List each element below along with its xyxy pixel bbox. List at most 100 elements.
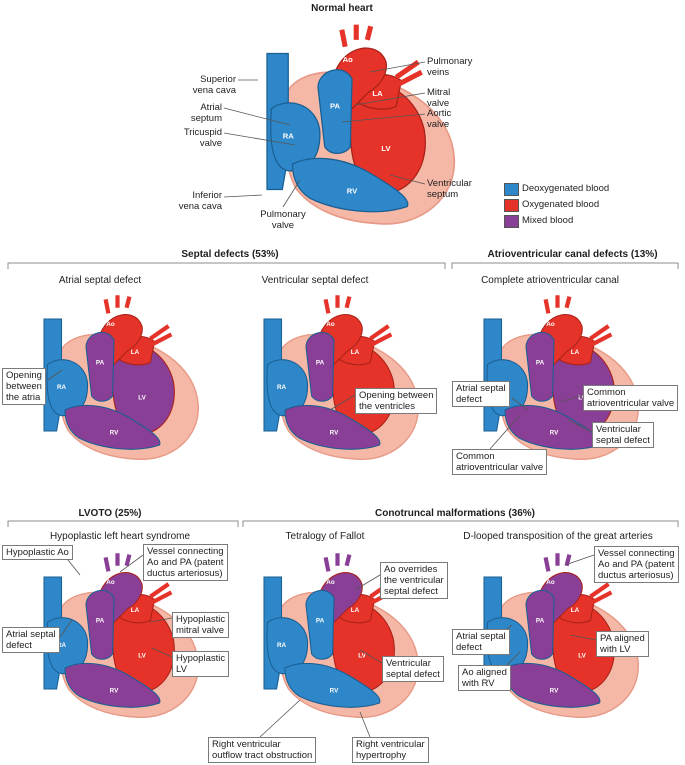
label-la: LA [351, 607, 360, 614]
pulmonary-vein [149, 582, 173, 605]
label-la: LA [571, 349, 580, 356]
panel-title-hlhs: Hypoplastic left heart syndrome [49, 531, 191, 542]
leader-line [223, 107, 291, 126]
pulmonary-artery [305, 589, 335, 660]
right-ventricle [64, 404, 161, 450]
leader-line [389, 174, 426, 185]
bracket-av-canal [451, 262, 679, 269]
leader-line [223, 132, 296, 146]
label-lv: LV [578, 395, 586, 402]
callout-tof-rvoto: Right ventricular outflow tract obstruct… [208, 737, 317, 763]
label-pulmonary-veins: Pulmonary veins [427, 56, 473, 78]
panel-title-vsd: Ventricular septal defect [261, 275, 369, 286]
section-conotruncal: Conotruncal malformations (36%) [374, 508, 536, 519]
label-pa: PA [536, 360, 545, 367]
label-ao: Ao [106, 321, 115, 328]
label-ra: RA [57, 384, 67, 391]
callout-dtga-ao-aligned: Ao aligned with RV [458, 665, 511, 691]
panel-title-tof: Tetralogy of Fallot [285, 531, 365, 542]
panel-title-dtga: D-looped transposition of the great arte… [463, 531, 653, 542]
label-la: LA [131, 607, 140, 614]
label-ao: Ao [343, 55, 354, 64]
right-ventricle [504, 662, 601, 708]
aortic-branch [543, 295, 572, 314]
label-pa: PA [316, 360, 325, 367]
pulmonary-artery [525, 589, 555, 660]
callout-leader [559, 394, 584, 403]
label-ao: Ao [546, 321, 555, 328]
callout-cavc-common-valve-right: Common atrioventricular valve [583, 385, 679, 411]
legend-label: Mixed blood [522, 215, 574, 226]
panel-title-asd: Atrial septal defect [58, 275, 142, 286]
callout-leader [359, 711, 371, 738]
callout-tof-rvh: Right ventricular hypertrophy [352, 737, 429, 763]
label-pa: PA [536, 618, 545, 625]
leader-line [223, 194, 263, 198]
label-la: LA [351, 349, 360, 356]
pulmonary-vein [589, 582, 613, 605]
label-ra: RA [277, 642, 287, 649]
pulmonary-artery [305, 331, 335, 402]
pulmonary-artery [317, 69, 353, 155]
pulmonary-artery [85, 589, 115, 660]
label-rv: RV [347, 187, 358, 196]
label-lv: LV [358, 653, 366, 660]
legend-item: Mixed blood [504, 214, 654, 228]
label-ao: Ao [326, 321, 335, 328]
legend-swatch-deoxygenated [504, 183, 519, 196]
aortic-branch [103, 295, 132, 314]
legend-item: Deoxygenated blood [504, 182, 654, 196]
callout-leader [119, 554, 144, 573]
callout-leader [511, 397, 529, 411]
aortic-branch [103, 553, 132, 572]
label-rv: RV [330, 688, 339, 695]
label-pa: PA [96, 360, 105, 367]
legend-item: Oxygenated blood [504, 198, 654, 212]
callout-vsd-opening: Opening between the ventricles [355, 388, 438, 414]
callout-dtga-vessel: Vessel connecting Ao and PA (patent duct… [594, 546, 679, 583]
callout-hlhs-vessel: Vessel connecting Ao and PA (patent duct… [143, 544, 228, 581]
callout-leader [567, 419, 593, 433]
label-la: LA [372, 89, 383, 98]
bracket-conotruncal [242, 520, 679, 527]
callout-cavc-common-valve-bottom: Common atrioventricular valve [452, 449, 548, 475]
label-ao: Ao [326, 579, 335, 586]
leader-line [369, 61, 426, 73]
label-ra: RA [57, 642, 67, 649]
label-inferior-vena-cava: Inferior vena cava [178, 190, 222, 212]
legend: Deoxygenated blood Oxygenated blood Mixe… [504, 182, 664, 230]
callout-cavc-vsd: Ventricular septal defect [592, 422, 654, 448]
pulmonary-vein [589, 324, 613, 347]
leader-line [341, 113, 426, 123]
legend-swatch-mixed [504, 215, 519, 228]
right-ventricle [64, 662, 161, 708]
label-ao: Ao [546, 579, 555, 586]
callout-hlhs-asd: Atrial septal defect [2, 627, 60, 653]
label-ra: RA [277, 384, 287, 391]
callout-leader [489, 414, 521, 450]
label-aortic-valve: Aortic valve [427, 108, 452, 130]
callout-tof-vsd: Ventricular septal defect [382, 656, 444, 682]
panel-title-cavc: Complete atrioventricular canal [481, 275, 619, 286]
label-rv: RV [110, 430, 119, 437]
section-septal-defects: Septal defects (53%) [181, 249, 279, 260]
aortic-branch [543, 553, 572, 572]
aortic-branch [323, 295, 352, 314]
callout-leader [47, 369, 63, 381]
callout-dtga-pa-aligned: PA aligned with LV [596, 631, 649, 657]
label-pa: PA [316, 618, 325, 625]
leader-line [282, 179, 301, 208]
label-pa: PA [96, 618, 105, 625]
callout-cavc-asd: Atrial septal defect [452, 381, 510, 407]
callout-leader [569, 634, 597, 641]
callout-leader [359, 649, 383, 664]
callout-leader [149, 617, 173, 623]
callout-leader [329, 394, 356, 411]
pulmonary-vein [149, 324, 173, 347]
legend-label: Deoxygenated blood [522, 183, 610, 194]
